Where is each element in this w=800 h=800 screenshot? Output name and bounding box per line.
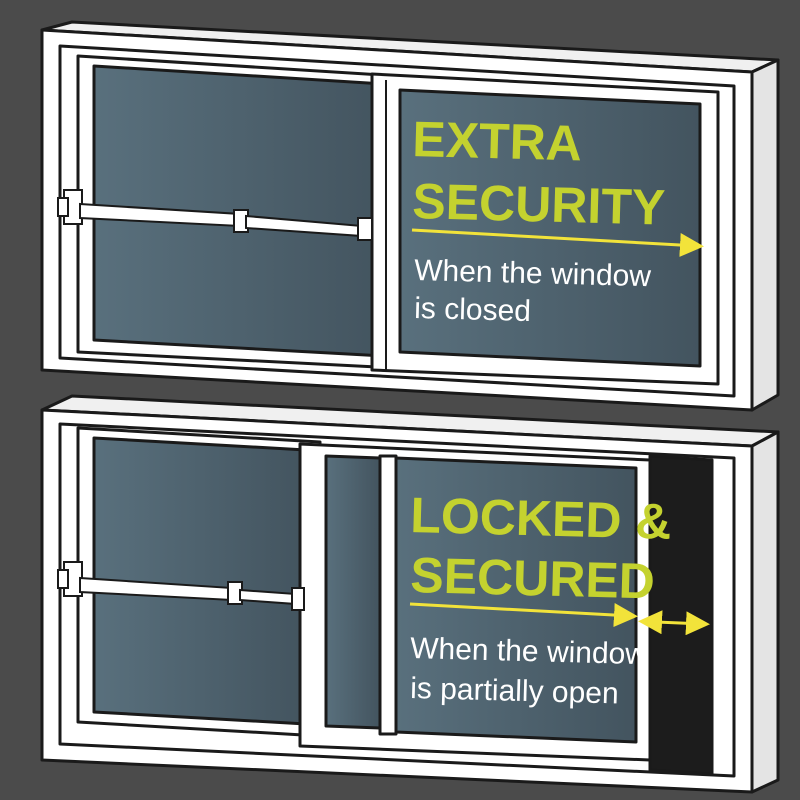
closed-caption-line1: When the window (414, 254, 652, 293)
open-caption-line2: is partially open (410, 672, 619, 710)
sash-divider (378, 454, 398, 736)
closed-headline-line2: SECURITY (412, 173, 666, 236)
security-bar-open (57, 561, 305, 611)
open-bar-end-cap (291, 587, 305, 611)
open-window-right-depth (750, 430, 780, 794)
closed-caption-line2: is closed (414, 292, 532, 328)
open-arrow (409, 602, 638, 628)
open-caption-group: LOCKED & SECURED When the window is part… (409, 487, 710, 710)
open-caption-line1: When the window (410, 632, 648, 671)
closed-arrow (411, 228, 704, 257)
open-headline-line2: SECURED (410, 547, 656, 609)
closed-caption-group: EXTRA SECURITY When the window is closed (411, 111, 704, 328)
bar-end-cap (357, 217, 373, 241)
security-bar-closed (57, 189, 373, 241)
closed-window-right-depth (750, 58, 780, 412)
open-headline-line1: LOCKED & (410, 487, 672, 550)
open-right-sash-glass-a (324, 454, 382, 730)
closed-headline-line1: EXTRA (412, 111, 583, 171)
open-window (40, 394, 780, 794)
right-sash-glass (398, 88, 702, 368)
gap-width-arrow (638, 610, 710, 636)
